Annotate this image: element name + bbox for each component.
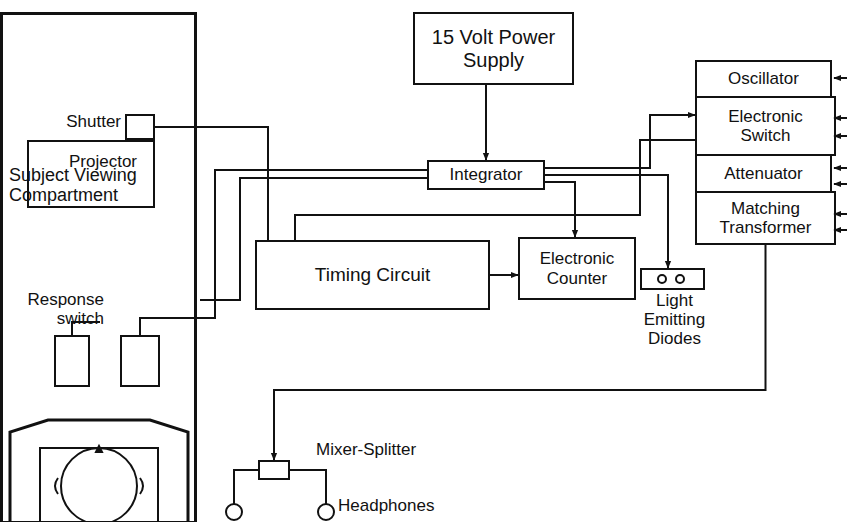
connector: [485, 85, 487, 160]
subject-ears: [55, 478, 143, 494]
mixer-box: Mixer-Splitter: [258, 460, 290, 480]
led: [658, 275, 666, 283]
shutter-box: Shutter: [125, 114, 155, 140]
switch-wire: [140, 170, 427, 336]
node-label: Oscillator: [722, 69, 805, 88]
node-label: Electronic Counter: [520, 249, 634, 287]
part-label: Headphones: [338, 496, 458, 515]
node-label: Projector: [69, 152, 153, 171]
input-wire: [834, 183, 847, 185]
process-box: Electronic Switch: [695, 96, 836, 156]
process-box: 15 Volt Power Supply: [413, 12, 574, 85]
led: [676, 275, 684, 283]
input-wire: [834, 167, 847, 169]
node-label: Integrator: [444, 165, 529, 184]
connector: [490, 274, 518, 276]
connector: [545, 115, 695, 168]
node-label: Matching Transformer: [697, 199, 834, 237]
node-label: Light Emitting Diodes: [628, 291, 721, 348]
node-label: 15 Volt Power Supply: [415, 26, 572, 71]
subject-nose: [96, 446, 102, 452]
led-box: Light Emitting Diodes: [640, 268, 705, 290]
process-box: Matching Transformer: [695, 191, 836, 245]
node-label: Shutter: [66, 112, 121, 131]
head-rest: [40, 448, 158, 522]
response-switch: [121, 336, 159, 386]
connector: [155, 127, 268, 240]
headphone: [226, 504, 242, 520]
process-box: Integrator: [427, 160, 545, 190]
process-box: Electronic Counter: [518, 237, 636, 300]
node-label: Timing Circuit: [309, 264, 436, 285]
connector: [295, 140, 695, 240]
head-rest: [10, 420, 188, 522]
node-label: Electronic Switch: [697, 107, 834, 145]
process-box: Attenuator: [695, 154, 832, 193]
input-wire: [834, 77, 847, 79]
connector: [545, 182, 575, 237]
part-label: Response switch: [6, 290, 104, 328]
process-box: Oscillator: [695, 60, 832, 98]
response-switch: [55, 336, 89, 386]
compartment: Subject Viewing Compartment ShutterProjec…: [0, 12, 197, 522]
process-box: Timing Circuit: [255, 240, 490, 310]
headphone: [318, 504, 334, 520]
node-label: Attenuator: [718, 164, 808, 183]
subject-head: [61, 448, 137, 522]
node-label: Mixer-Splitter: [316, 440, 416, 459]
headphone-wire: [234, 470, 326, 504]
node-label: Subject Viewing Compartment: [9, 165, 159, 205]
